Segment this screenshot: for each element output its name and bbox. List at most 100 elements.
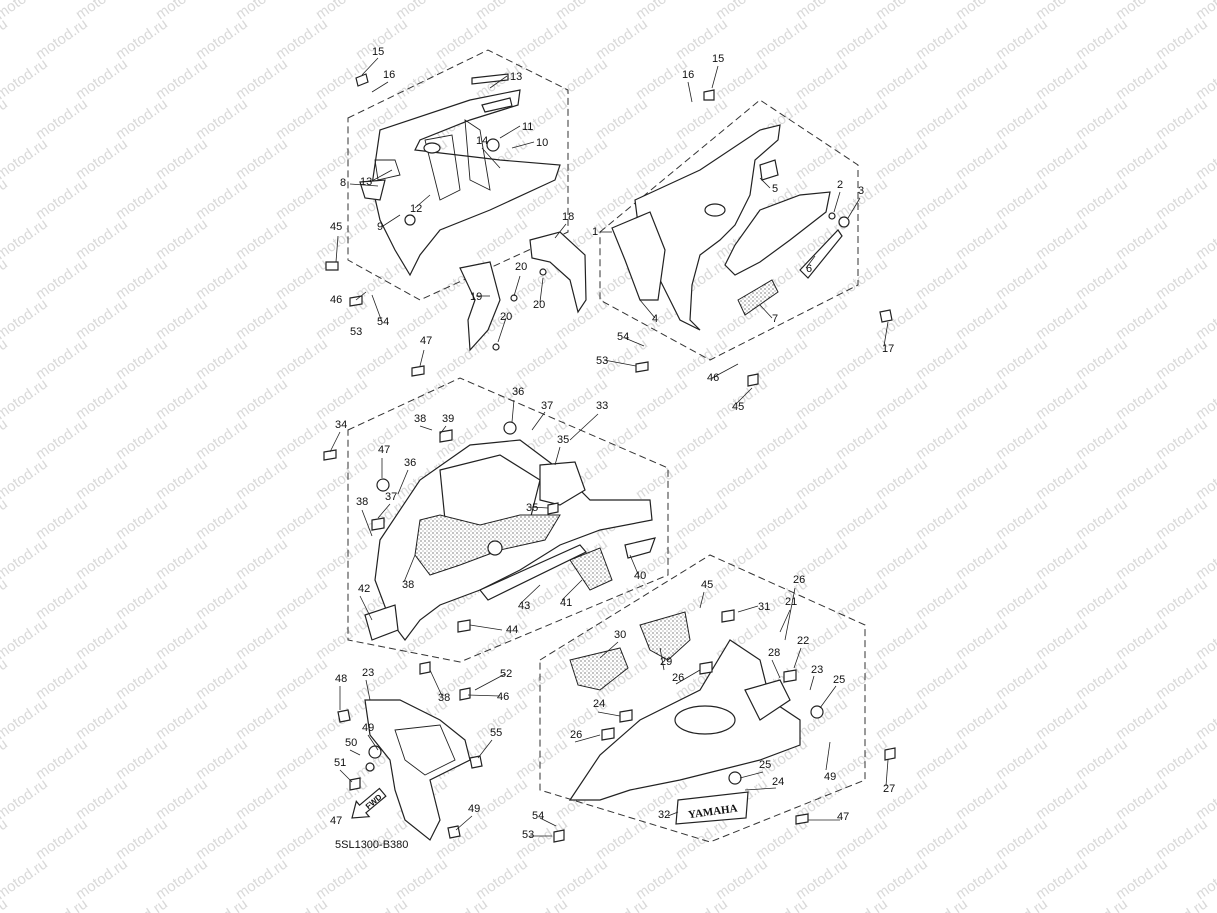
callout-label: 18 <box>562 211 574 223</box>
watermark-text: motod.ru <box>0 615 51 663</box>
callout-label: 38 <box>402 579 414 591</box>
callout-label: 49 <box>362 722 374 734</box>
callout-label: 24 <box>772 776 784 788</box>
watermark-text: motod.ru <box>0 855 51 903</box>
leader-line <box>499 125 521 139</box>
watermark-text: motod.ru <box>993 895 1051 913</box>
leader-line <box>511 399 515 423</box>
watermark-text: motod.ru <box>1193 215 1217 263</box>
callout-label: 8 <box>340 177 346 189</box>
callout-label: 47 <box>837 811 849 823</box>
watermark-text: motod.ru <box>513 895 571 913</box>
callout-label: 13 <box>360 176 372 188</box>
callout-label: 46 <box>497 691 509 703</box>
leader-line <box>779 609 791 633</box>
callout-label: 49 <box>824 771 836 783</box>
leader-line <box>469 624 503 631</box>
callout-label: 36 <box>512 386 524 398</box>
right-side-cowling <box>611 124 850 331</box>
callout-label: 53 <box>350 326 362 338</box>
watermark-text: motod.ru <box>0 215 51 263</box>
leader-line <box>759 304 773 319</box>
leader-line <box>667 811 679 817</box>
callout-label: 38 <box>356 496 368 508</box>
fasteners <box>323 73 896 843</box>
watermark-text: motod.ru <box>0 455 51 503</box>
leader-line <box>561 579 583 601</box>
callout-label: 45 <box>701 579 713 591</box>
watermark-text: motod.ru <box>0 655 11 703</box>
group-right-side-cowling <box>599 99 859 361</box>
leader-line <box>355 291 367 301</box>
callout-label: 23 <box>811 664 823 676</box>
callout-label: 42 <box>358 583 370 595</box>
leader-line <box>371 294 383 323</box>
leader-line <box>531 411 546 431</box>
callout-label: 16 <box>383 69 395 81</box>
under-cowling-front <box>364 421 656 641</box>
callout-label: 52 <box>500 668 512 680</box>
leader-line <box>569 413 599 441</box>
callout-label: 47 <box>330 815 342 827</box>
watermark-text: motod.ru <box>1193 55 1217 103</box>
callout-label: 9 <box>377 221 383 233</box>
callout-label: 51 <box>334 757 346 769</box>
leader-line <box>365 679 371 701</box>
leader-line <box>771 659 781 679</box>
leader-line <box>359 595 373 621</box>
watermark-text: motod.ru <box>673 895 731 913</box>
leader-line <box>497 317 507 343</box>
watermark-text: motod.ru <box>1153 895 1211 913</box>
watermark-text: motod.ru <box>1193 535 1217 583</box>
callout-label: 15 <box>712 53 724 65</box>
watermark-text: motod.ru <box>0 375 51 423</box>
left-side-cowling <box>359 73 561 277</box>
leader-line <box>711 65 719 89</box>
watermark-text: motod.ru <box>193 895 251 913</box>
callout-label: 13 <box>510 71 522 83</box>
callout-label: 25 <box>759 759 771 771</box>
leader-line <box>539 277 544 303</box>
leader-line <box>574 734 601 743</box>
leader-line <box>883 321 889 347</box>
watermark-text: motod.ru <box>0 575 11 623</box>
leader-line <box>711 363 739 379</box>
callout-label: 11 <box>522 121 533 133</box>
callout-label: 26 <box>672 672 684 684</box>
leader-line <box>513 275 521 297</box>
callout-label: 37 <box>385 491 397 503</box>
callout-label: 27 <box>883 783 895 795</box>
under-cowling-rear <box>568 609 824 825</box>
callout-label: 30 <box>614 629 626 641</box>
watermark-text: motod.ru <box>1193 295 1217 343</box>
reference-code: 5SL1300-B380 <box>335 839 408 851</box>
callout-label: 14 <box>476 135 488 147</box>
callout-label: 53 <box>522 829 534 841</box>
watermark-text: motod.ru <box>0 0 51 23</box>
callout-label: 10 <box>536 137 548 149</box>
leader-line <box>489 75 508 89</box>
watermark-text: motod.ru <box>0 695 51 743</box>
watermark-text: motod.ru <box>1073 895 1131 913</box>
watermark-text: motod.ru <box>0 255 11 303</box>
leader-line <box>739 771 764 779</box>
leader-line <box>805 255 816 269</box>
leader-line <box>377 503 391 519</box>
watermark-text: motod.ru <box>833 895 891 913</box>
leader-line <box>530 506 549 509</box>
watermark-text: motod.ru <box>0 295 51 343</box>
callout-label: 44 <box>506 624 518 636</box>
watermark-text: motod.ru <box>0 335 11 383</box>
leader-line <box>349 183 379 187</box>
watermark-text: motod.ru <box>1193 615 1217 663</box>
group-outlines <box>347 49 866 843</box>
callout-label: 31 <box>758 601 770 613</box>
leader-line <box>419 425 433 431</box>
leader-line <box>629 554 639 575</box>
watermark-text: motod.ru <box>0 495 11 543</box>
watermark-text: motod.ru <box>1193 455 1217 503</box>
leader-line <box>403 554 416 583</box>
watermark-text: motod.ru <box>0 55 51 103</box>
leader-line <box>477 739 493 759</box>
callout-label: 35 <box>557 434 569 446</box>
